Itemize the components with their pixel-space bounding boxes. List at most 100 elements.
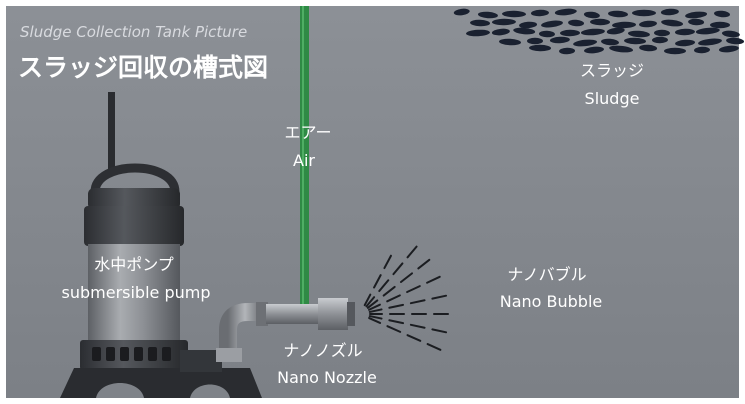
sludge-flake — [698, 38, 722, 46]
sludge-flake — [470, 19, 491, 27]
sludge-flake — [661, 19, 684, 27]
sludge-flake — [529, 44, 552, 52]
sludge-flake — [491, 28, 510, 36]
title-japanese: スラッジ回収の槽式図 — [18, 53, 268, 82]
bubble-streak — [406, 285, 421, 294]
label-nano-nozzle-ja: ナノノズル — [283, 341, 362, 360]
label-nano-nozzle-en: Nano Nozzle — [277, 368, 377, 387]
sludge-flake — [477, 11, 498, 19]
bubble-streak — [431, 294, 448, 300]
sludge-flake — [466, 29, 490, 37]
sludge-flake — [527, 37, 543, 45]
label-air-ja: エアー — [284, 123, 331, 142]
elbow-coupling — [216, 348, 242, 362]
bubble-streak — [392, 262, 404, 276]
bubble-streak — [382, 285, 396, 297]
bubble-streak — [366, 299, 379, 309]
sludge-flake — [584, 46, 604, 54]
bubble-streak — [373, 274, 382, 289]
sludge-flake — [502, 10, 526, 18]
label-sludge-ja: スラッジ — [580, 61, 644, 80]
pump-motor-cylinder — [88, 244, 180, 344]
bubble-streak — [378, 279, 390, 293]
label-nano-bubble-en: Nano Bubble — [500, 292, 603, 311]
label-sludge-en: Sludge — [585, 89, 640, 108]
sludge-flake — [583, 11, 600, 19]
elbow-pipe — [219, 303, 262, 358]
pump-handle — [90, 163, 180, 193]
sludge-flake — [675, 39, 696, 47]
nozzle-head — [318, 298, 348, 330]
sludge-flake — [554, 8, 577, 16]
nozzle-flange — [256, 302, 268, 326]
pump-upper-housing — [84, 206, 184, 246]
bubble-streak — [417, 258, 431, 270]
nano-nozzle — [256, 298, 355, 330]
title-english: Sludge Collection Tank Picture — [20, 23, 247, 41]
pump-outlet — [180, 350, 222, 372]
sludge-flake — [530, 9, 549, 17]
sludge-flake — [601, 38, 619, 46]
sludge-flake — [549, 36, 570, 44]
bubble-streak — [388, 303, 405, 309]
sludge-flake — [664, 47, 686, 55]
sludge-flake — [580, 28, 605, 36]
pump-base — [60, 368, 262, 398]
sludge-flake — [519, 21, 538, 29]
sludge-flake — [513, 27, 536, 35]
bubble-streak — [368, 308, 383, 313]
sludge-cluster — [453, 8, 745, 55]
bubble-streak — [388, 319, 405, 325]
sludge-flake — [632, 9, 656, 17]
air-pipe-highlight — [302, 6, 304, 306]
bubble-streak — [409, 299, 426, 305]
bubble-streak — [426, 343, 442, 351]
pump-top-cap — [88, 188, 180, 210]
sludge-flake — [608, 10, 628, 18]
sludge-flake — [660, 8, 679, 16]
pump-vents — [92, 347, 171, 361]
sludge-flake — [590, 18, 611, 26]
sludge-flake — [559, 47, 576, 55]
bubble-streak — [431, 328, 448, 334]
pump-base-arch-2 — [190, 384, 230, 398]
sludge-flake — [714, 10, 730, 18]
bubble-streak — [383, 254, 392, 270]
sludge-flake — [710, 21, 730, 29]
nano-bubble-spray — [363, 245, 449, 351]
air-pipe — [300, 6, 309, 306]
bubble-streak — [426, 275, 441, 284]
bubble-streak — [406, 334, 422, 342]
sludge-flake — [627, 30, 650, 38]
label-nano-bubble-ja: ナノバブル — [507, 265, 586, 284]
label-air-en: Air — [293, 151, 315, 170]
bubble-streak — [409, 323, 426, 329]
sludge-flake — [624, 37, 647, 45]
bubble-streak — [406, 245, 418, 259]
bubble-streak — [399, 272, 414, 283]
bubble-streak — [368, 315, 383, 320]
bubble-streak — [363, 293, 372, 307]
sludge-flake — [685, 11, 708, 19]
sludge-flake — [606, 27, 625, 35]
sludge-flake — [541, 20, 563, 28]
sludge-flake — [688, 18, 705, 26]
sludge-flake — [573, 39, 598, 47]
bubble-streak — [368, 317, 382, 324]
sludge-flake — [718, 45, 739, 53]
sludge-flake — [499, 38, 521, 46]
pump-base-arch — [96, 383, 144, 398]
sludge-flake — [674, 28, 695, 36]
submersible-pump — [60, 92, 262, 398]
sludge-flake — [651, 36, 668, 44]
sludge-flake — [568, 19, 585, 27]
label-pump-en: submersible pump — [62, 283, 211, 302]
pump-cable — [108, 92, 115, 172]
bubble-streak — [368, 303, 381, 311]
sludge-flake — [726, 37, 745, 45]
sludge-flake — [721, 30, 740, 38]
sludge-flake — [639, 20, 657, 28]
nozzle-tip — [347, 302, 355, 326]
